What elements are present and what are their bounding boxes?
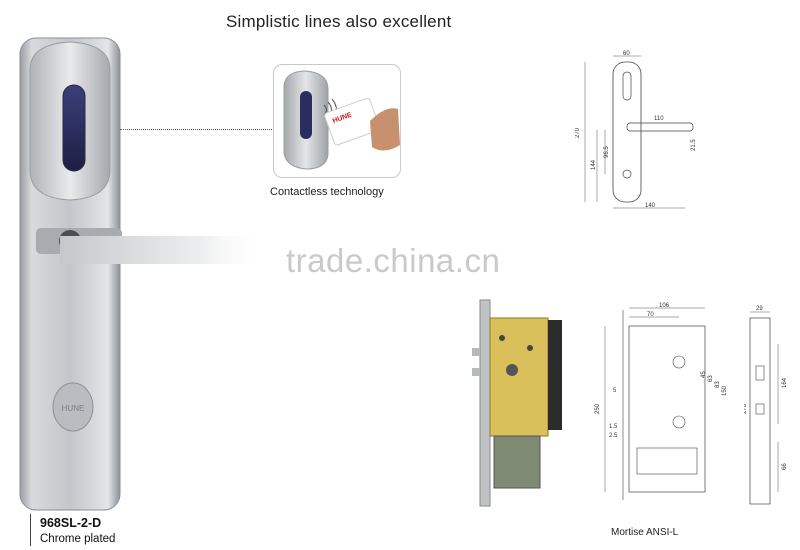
dim-keyhole-height: 144 [591,159,597,170]
dim-faceplate-width: 29 [756,306,763,312]
contactless-inset: HUNE [273,64,401,178]
inset-caption: Contactless technology [270,186,384,198]
mortise-photo [472,299,562,507]
dim-5: 5 [613,388,617,394]
dim-case-height: 250 [595,403,601,414]
dim-case-width: 106 [659,303,670,309]
dim-150: 150 [722,385,728,396]
dim-lever-thickness: 21.5 [691,139,697,151]
mortise-caption: Mortise ANSI-L [611,527,679,538]
dim-top-width: 60 [623,51,630,57]
dim-2-5: 2.5 [609,433,618,439]
dim-lever-height: 96.5 [604,146,610,158]
reader-window [62,84,86,172]
dim-63: 63 [708,375,714,382]
dim-45: 45 [701,371,707,378]
handle-drawing: 60 110 270 144 96.5 21.5 140 [575,51,697,209]
watermark: trade.china.cn [286,242,501,279]
dim-1-5: 1.5 [609,424,618,430]
finish-label: Chrome plated [40,533,116,545]
dim-83: 83 [715,381,721,388]
dim-lever-length: 110 [654,116,664,122]
dim-bottom-width: 140 [645,203,656,209]
dim-faceplate-height: 270 [744,403,748,414]
keyhole-brand-text: HUNE [62,404,85,413]
dim-faceplate-upper: 164 [782,377,788,388]
key-cylinder [52,382,94,432]
pointer-line [120,129,272,130]
headline: Simplistic lines also excellent [226,12,452,31]
lever-handle [60,236,265,264]
model-divider [30,514,31,546]
mortise-drawing: 106 70 250 45 63 83 150 5 1.5 2.5 [595,303,728,500]
dim-total-height: 270 [575,127,581,138]
model-name: 968SL-2-D [40,516,102,530]
faceplate-drawing: 29 270 164 66 [744,306,788,505]
rfid-card [324,97,381,146]
hand-image [370,108,400,151]
lock-photo: HUNE [19,37,265,511]
dim-faceplate-lower: 66 [782,463,788,470]
dim-backset: 70 [647,312,654,318]
